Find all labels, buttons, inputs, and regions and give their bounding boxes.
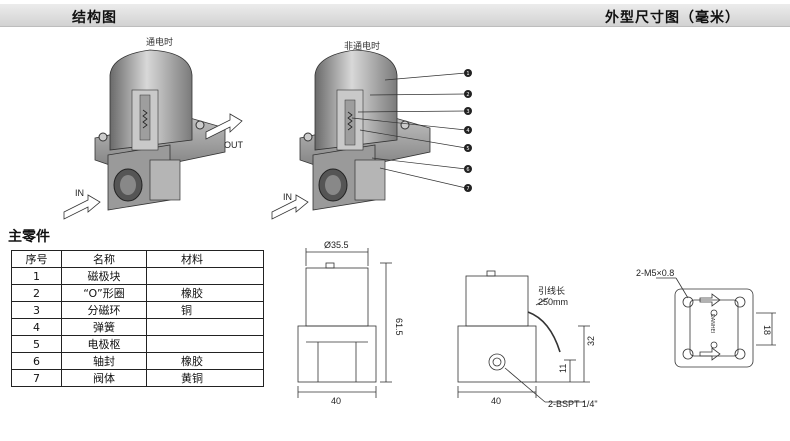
mount-pitch: 18 (762, 325, 772, 335)
side-view-drawing (457, 270, 590, 403)
energized-caption: 通电时 (146, 38, 174, 48)
cell-material: 橡胶 (146, 284, 264, 302)
parts-table-header: 序号 名称 材料 (11, 250, 264, 268)
cell-number: 4 (11, 318, 62, 336)
callout-7: 7 (466, 186, 469, 192)
cell-number: 3 (11, 301, 62, 319)
in-label-1: IN (75, 188, 84, 198)
lead-length: 250mm (538, 297, 568, 307)
callout-3: 3 (466, 109, 469, 115)
cell-material: 橡胶 (146, 352, 264, 370)
total-height: 61.5 (394, 318, 404, 336)
height-32: 32 (586, 336, 596, 346)
valve-cutaway-deenergized (271, 49, 472, 220)
valve-cutaway-energized (63, 49, 243, 220)
height-11: 11 (558, 364, 568, 373)
cell-name: 弹簧 (61, 318, 147, 336)
cell-number: 1 (11, 267, 62, 285)
coil-diameter: Ø35.5 (324, 240, 349, 250)
callout-2: 2 (466, 92, 469, 98)
cell-material (146, 318, 264, 336)
dimension-title: 外型尺寸图（毫米） (605, 10, 740, 26)
callout-5: 5 (466, 146, 469, 152)
front-width: 40 (331, 396, 341, 406)
out-label: OUT (224, 140, 244, 150)
header-material: 材料 (146, 250, 264, 268)
cell-number: 6 (11, 352, 62, 370)
cell-material: 黄铜 (146, 369, 264, 387)
structure-title: 结构图 (72, 10, 117, 26)
cell-number: 2 (11, 284, 62, 302)
header-number: 序号 (11, 250, 62, 268)
bottom-view-drawing (656, 277, 776, 368)
callout-6: 6 (466, 167, 469, 173)
cell-name: 电极枢 (61, 335, 147, 353)
cell-material (146, 267, 264, 285)
table-row: 2“O”形圈橡胶 (11, 284, 264, 302)
cell-name: 磁极块 (61, 267, 147, 285)
port-thread: 2-BSPT 1/4" (548, 399, 598, 409)
callout-4: 4 (466, 128, 469, 134)
parts-section-title: 主零件 (8, 229, 50, 245)
cell-number: 5 (11, 335, 62, 353)
cell-name: “O”形圈 (61, 284, 147, 302)
header-bar: 结构图 外型尺寸图（毫米） (0, 4, 790, 27)
in-label-2: IN (283, 192, 292, 202)
cell-number: 7 (11, 369, 62, 387)
deenergized-caption: 非通电时 (344, 42, 381, 52)
cell-name: 轴封 (61, 352, 147, 370)
header-name: 名称 (61, 250, 147, 268)
cell-name: 分磁环 (61, 301, 147, 319)
callout-1: 1 (466, 71, 469, 77)
front-view-drawing (297, 248, 392, 398)
lead-caption: 引线长 (538, 285, 565, 296)
side-width: 40 (491, 396, 501, 406)
brand-mark: DANHEI (709, 314, 715, 333)
cell-material: 铜 (146, 301, 264, 319)
cell-name: 阀体 (61, 369, 147, 387)
cell-material (146, 335, 264, 353)
mount-thread: 2-M5×0.8 (636, 268, 674, 278)
